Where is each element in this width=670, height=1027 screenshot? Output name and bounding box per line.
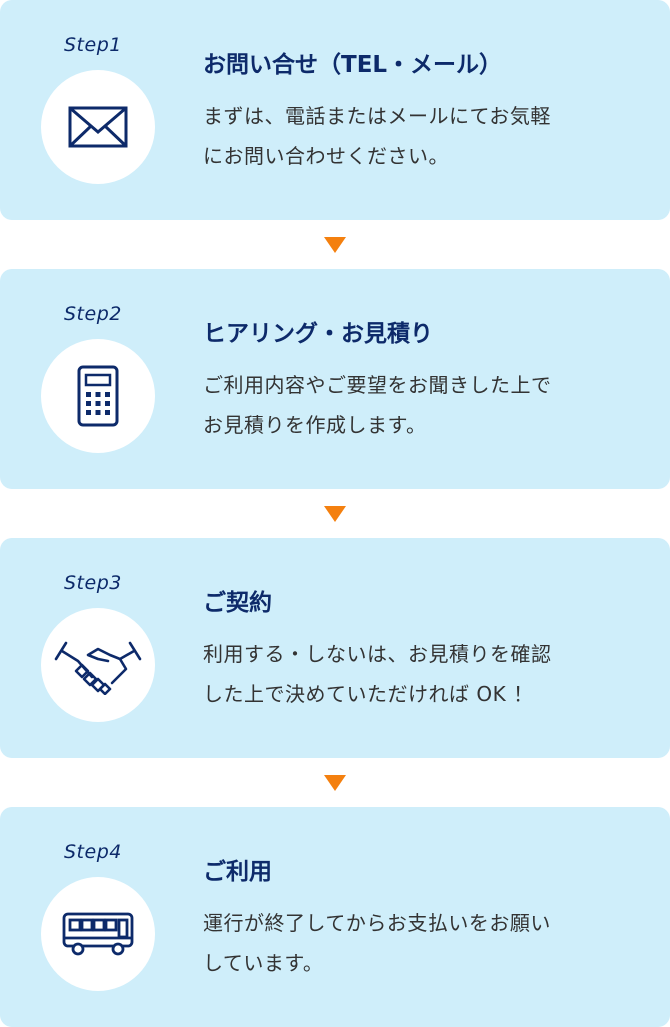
step-card-2: Step2 ヒアリング・お見積り ご利用内容やご要望をお聞きした上で お見積りを… <box>0 269 670 489</box>
step-description-line: ご利用内容やご要望をお聞きした上で <box>203 373 552 397</box>
down-arrow-icon <box>324 506 346 522</box>
step-description-line: 利用する・しないは、お見積りを確認 <box>203 642 552 666</box>
step-description-line: にお問い合わせください。 <box>203 144 449 168</box>
step-title: ご利用 <box>203 859 272 885</box>
calculator-icon <box>77 365 119 427</box>
step-icon-circle <box>41 877 155 991</box>
step-description: ご利用内容やご要望をお聞きした上で お見積りを作成します。 <box>203 365 633 445</box>
step-description-line: まずは、電話またはメールにてお気軽 <box>203 104 551 128</box>
step-description: 利用する・しないは、お見積りを確認 した上で決めていただければ OK ！ <box>203 634 633 714</box>
step-description-line: 運行が終了してからお支払いをお願い <box>203 911 551 935</box>
step-description-line: した上で決めていただければ OK ！ <box>203 682 534 706</box>
step-title: お問い合せ（TEL・メール） <box>203 52 503 78</box>
step-description: 運行が終了してからお支払いをお願い しています。 <box>203 903 633 983</box>
down-arrow-icon <box>324 237 346 253</box>
step-card-4: Step4 ご利用 運行が終了してからお支払いをお願い しています。 <box>0 807 670 1027</box>
step-description-line: お見積りを作成します。 <box>203 413 427 437</box>
step-icon-circle <box>41 339 155 453</box>
step-label: Step4 <box>64 841 122 863</box>
step-icon-circle <box>41 70 155 184</box>
step-label: Step2 <box>64 303 122 325</box>
handshake-icon <box>54 641 142 695</box>
down-arrow-icon <box>324 775 346 791</box>
envelope-icon <box>68 106 128 148</box>
step-description: まずは、電話またはメールにてお気軽 にお問い合わせください。 <box>203 96 633 176</box>
step-description-line: しています。 <box>203 951 324 975</box>
bus-icon <box>62 912 134 956</box>
step-card-1: Step1 お問い合せ（TEL・メール） まずは、電話またはメールにてお気軽 に… <box>0 0 670 220</box>
step-title: ご契約 <box>203 590 272 616</box>
step-icon-circle <box>41 608 155 722</box>
step-label: Step3 <box>64 572 122 594</box>
step-title: ヒアリング・お見積り <box>203 321 433 347</box>
step-card-3: Step3 ご契約 利用する・しないは、お見積りを確認 した上で決めていただ <box>0 538 670 758</box>
step-label: Step1 <box>64 34 122 56</box>
